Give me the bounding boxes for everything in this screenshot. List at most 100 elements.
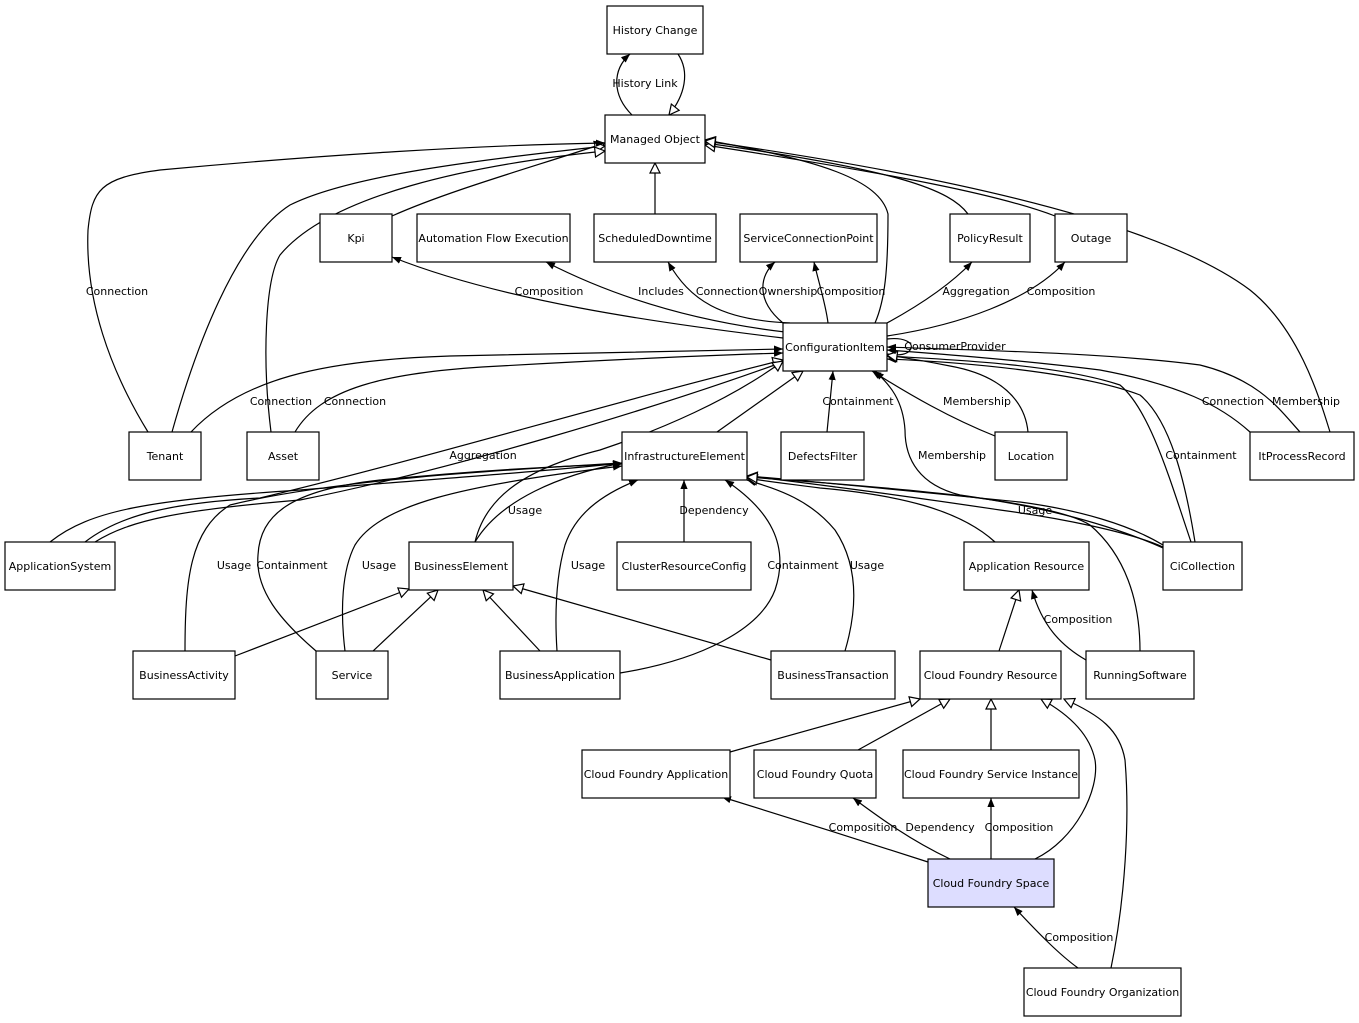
inheritance-arrow bbox=[887, 356, 1192, 543]
edge-label: Connection bbox=[250, 395, 312, 408]
node-service[interactable]: Service bbox=[315, 650, 389, 700]
edge-be-ie-usage: Usage bbox=[474, 461, 623, 543]
node-application-resource[interactable]: Application Resource bbox=[963, 541, 1090, 591]
edge-cfq-cfr-inh bbox=[857, 699, 950, 751]
node-cloud-foundry-quota[interactable]: Cloud Foundry Quota bbox=[753, 749, 877, 799]
node-box bbox=[499, 650, 621, 700]
edge-ci-self: ConsumerProvider bbox=[886, 338, 1006, 360]
node-cloud-foundry-resource[interactable]: Cloud Foundry Resource bbox=[919, 650, 1062, 700]
association-arrow bbox=[94, 361, 784, 543]
node-box bbox=[408, 541, 514, 591]
node-location[interactable]: Location bbox=[994, 431, 1068, 481]
inheritance-arrow bbox=[1064, 699, 1128, 969]
association-arrow bbox=[294, 349, 784, 433]
node-label: BusinessTransaction bbox=[777, 669, 888, 682]
node-box bbox=[246, 431, 320, 481]
node-box bbox=[994, 431, 1068, 481]
node-ci-collection[interactable]: CiCollection bbox=[1162, 541, 1243, 591]
node-kpi[interactable]: Kpi bbox=[319, 213, 393, 263]
association-arrow bbox=[852, 797, 951, 860]
edge-tenant-conn: Connection bbox=[86, 139, 606, 433]
node-cloud-foundry-application[interactable]: Cloud Foundry Application bbox=[581, 749, 731, 799]
edge-cfs-cfq: Dependency bbox=[852, 797, 975, 860]
node-defects-filter[interactable]: DefectsFilter bbox=[780, 431, 865, 481]
edge-cic-ci-cont: Containment bbox=[886, 355, 1237, 543]
association-arrow bbox=[87, 139, 606, 433]
node-label: Application Resource bbox=[969, 560, 1085, 573]
edge-label: Containment bbox=[767, 559, 839, 572]
node-asset[interactable]: Asset bbox=[246, 431, 320, 481]
node-box bbox=[1085, 650, 1195, 700]
node-label: Cloud Foundry Quota bbox=[757, 768, 873, 781]
association-arrow bbox=[667, 261, 791, 324]
node-business-transaction[interactable]: BusinessTransaction bbox=[770, 650, 896, 700]
node-configuration-item[interactable]: ConfigurationItem bbox=[782, 322, 888, 372]
edge-ci-out: Composition bbox=[886, 261, 1096, 337]
edge-cfa-cfr-inh bbox=[729, 699, 920, 753]
edge-label: Composition bbox=[1027, 285, 1096, 298]
edge-label: Connection bbox=[324, 395, 386, 408]
edge-bt-ie-usage: Usage bbox=[746, 479, 884, 652]
node-service-connection-point[interactable]: ServiceConnectionPoint bbox=[739, 213, 878, 263]
node-cloud-foundry-service-instance[interactable]: Cloud Foundry Service Instance bbox=[902, 749, 1080, 799]
edge-label: Containment bbox=[256, 559, 328, 572]
edge-as-ci-agg: Aggregation bbox=[94, 361, 784, 543]
inheritance-arrow bbox=[705, 141, 1331, 433]
node-box bbox=[780, 431, 865, 481]
edge-label: History Link bbox=[612, 77, 678, 90]
node-label: Tenant bbox=[146, 450, 184, 463]
inheritance-arrow bbox=[747, 477, 1141, 652]
node-label: BusinessActivity bbox=[139, 669, 229, 682]
node-label: Cloud Foundry Space bbox=[933, 877, 1050, 890]
edge-out-inh bbox=[705, 145, 1056, 217]
inheritance-arrow bbox=[265, 151, 605, 433]
edge-kpi-inh bbox=[391, 143, 605, 217]
node-it-process-record[interactable]: ItProcessRecord bbox=[1249, 431, 1355, 481]
node-label: Cloud Foundry Application bbox=[584, 768, 729, 781]
node-box bbox=[319, 213, 393, 263]
edge-label: Composition bbox=[1045, 931, 1114, 944]
node-box bbox=[1054, 213, 1128, 263]
node-cloud-foundry-space[interactable]: Cloud Foundry Space bbox=[927, 858, 1055, 908]
edge-label: Connection bbox=[86, 285, 148, 298]
association-arrow bbox=[826, 370, 836, 433]
association-arrow bbox=[886, 261, 973, 324]
edge-label: Membership bbox=[918, 449, 986, 462]
edge-itp-ci-conn: Connection bbox=[886, 347, 1264, 433]
node-running-software[interactable]: RunningSoftware bbox=[1085, 650, 1195, 700]
inheritance-arrow bbox=[887, 355, 1029, 433]
node-policy-result[interactable]: PolicyResult bbox=[949, 213, 1031, 263]
node-cloud-foundry-organization[interactable]: Cloud Foundry Organization bbox=[1023, 967, 1182, 1017]
node-managed-object[interactable]: Managed Object bbox=[604, 114, 706, 164]
node-business-element[interactable]: BusinessElement bbox=[408, 541, 514, 591]
node-outage[interactable]: Outage bbox=[1054, 213, 1128, 263]
node-infrastructure-element[interactable]: InfrastructureElement bbox=[621, 431, 748, 481]
inheritance-arrow bbox=[705, 145, 1056, 217]
node-label: ClusterResourceConfig bbox=[622, 560, 747, 573]
node-label: BusinessElement bbox=[414, 560, 509, 573]
edge-ci-scp-comp: Composition bbox=[812, 261, 885, 324]
edge-ci-sd: Connection bbox=[667, 261, 791, 324]
edge-pr-inh bbox=[705, 143, 969, 215]
node-business-application[interactable]: BusinessApplication bbox=[499, 650, 621, 700]
association-arrow bbox=[257, 460, 623, 652]
node-box bbox=[739, 213, 878, 263]
node-cluster-resource-config[interactable]: ClusterResourceConfig bbox=[616, 541, 752, 591]
edge-svc-ie-cont: Containment bbox=[256, 460, 623, 652]
node-label: Automation Flow Execution bbox=[418, 232, 568, 245]
association-arrow bbox=[391, 256, 784, 339]
node-scheduled-downtime[interactable]: ScheduledDowntime bbox=[593, 213, 717, 263]
edge-hist-link: History Link bbox=[612, 53, 678, 116]
node-application-system[interactable]: ApplicationSystem bbox=[4, 541, 116, 591]
node-label: ScheduledDowntime bbox=[598, 232, 712, 245]
node-automation-flow-execution[interactable]: Automation Flow Execution bbox=[416, 213, 571, 263]
node-tenant[interactable]: Tenant bbox=[128, 431, 202, 481]
node-box bbox=[581, 749, 731, 799]
edge-bt-be-inh bbox=[513, 586, 772, 661]
node-label: BusinessApplication bbox=[505, 669, 615, 682]
association-arrow bbox=[474, 461, 623, 543]
node-business-activity[interactable]: BusinessActivity bbox=[132, 650, 236, 700]
edge-label: Containment bbox=[822, 395, 894, 408]
inheritance-arrow bbox=[747, 476, 1164, 548]
node-history-change[interactable]: History Change bbox=[606, 5, 704, 55]
